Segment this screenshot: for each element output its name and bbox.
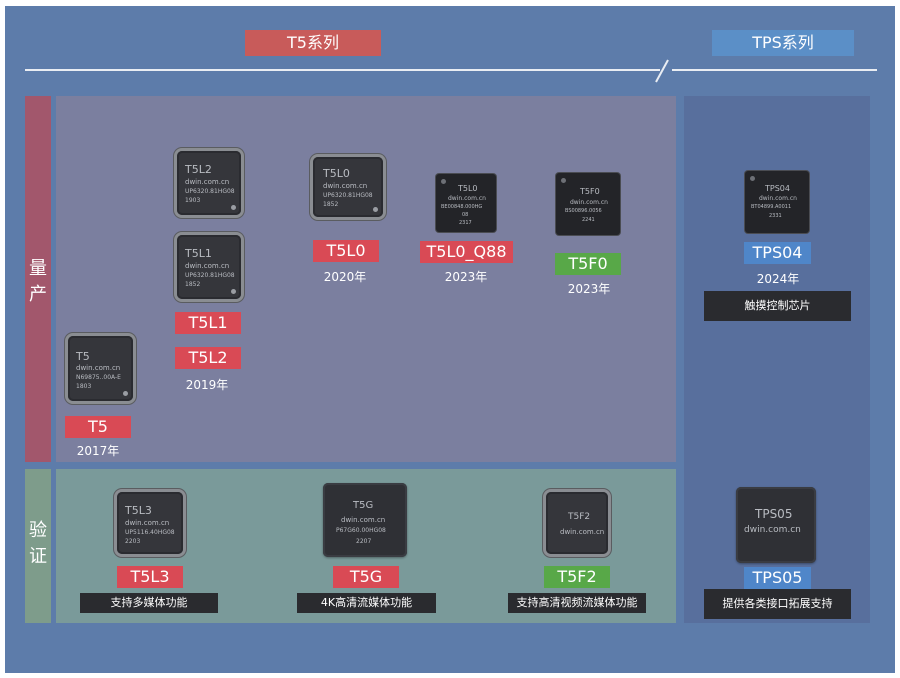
t5-series-header: T5系列 [245, 30, 381, 56]
chip-t5l0-q88: T5L0 dwin.com.cn BE00848.000HG 08 2317 [436, 174, 496, 232]
year-t5: 2017年 [76, 444, 120, 458]
chip-tps04: TPS04 dwin.com.cn BT04899.A0011 2331 [745, 171, 809, 233]
chip-t5l3: T5L3 dwin.com.cn UP5116.40HG08 2203 [117, 492, 183, 554]
chip-t5l1: T5L1 dwin.com.cn UP6320.81HG08 1852 [177, 235, 241, 299]
tag-t5l1: T5L1 [175, 312, 241, 334]
tag-t5: T5 [65, 416, 131, 438]
tag-t5f0: T5F0 [555, 253, 621, 275]
t5-rule [25, 69, 660, 71]
production-sidebar [25, 96, 51, 462]
year-t5l0-q88: 2023年 [444, 270, 488, 284]
tag-tps04: TPS04 [744, 242, 811, 264]
chip-t5: T5 dwin.com.cn N69875..00A-E 1803 [68, 336, 133, 401]
break-mark [655, 59, 669, 83]
chip-t5f2: T5F2 dwin.com.cn [546, 492, 608, 554]
tag-t5g: T5G [333, 566, 399, 588]
desc-t5g: 4K高清流媒体功能 [297, 593, 436, 613]
desc-t5f2: 支持高清视频流媒体功能 [508, 593, 646, 613]
verification-sidebar [25, 469, 51, 623]
year-tps04: 2024年 [756, 272, 800, 286]
chip-t5f0: T5F0 dwin.com.cn BS00896.0056 2241 [556, 173, 620, 235]
tag-t5l2: T5L2 [175, 347, 241, 369]
tps-series-header: TPS系列 [712, 30, 854, 56]
year-t5l2: 2019年 [185, 378, 229, 392]
verification-label: 验证 [29, 520, 47, 567]
year-t5l0: 2020年 [323, 270, 367, 284]
tag-t5l3: T5L3 [117, 566, 183, 588]
production-label: 量产 [29, 258, 47, 305]
diagram-canvas: T5系列 TPS系列 量产 验证 T5 dwin.com.cn N69875..… [5, 6, 895, 673]
chip-t5g: T5G dwin.com.cn P67G60.00HG08 2207 [323, 483, 407, 557]
chip-tps05: TPS05 dwin.com.cn [736, 487, 816, 563]
desc-t5l3: 支持多媒体功能 [80, 593, 218, 613]
desc-tps05: 提供各类接口拓展支持 [704, 589, 851, 619]
chip-t5l2: T5L2 dwin.com.cn UP6320.81HG08 1903 [177, 151, 241, 215]
chip-t5l0: T5L0 dwin.com.cn UP6320.81HG08 1852 [313, 157, 383, 217]
tps-rule [672, 69, 877, 71]
tag-tps05: TPS05 [744, 567, 811, 589]
desc-tps04: 触摸控制芯片 [704, 291, 851, 321]
tag-t5f2: T5F2 [544, 566, 610, 588]
year-t5f0: 2023年 [567, 282, 611, 296]
tag-t5l0-q88: T5L0_Q88 [420, 241, 513, 263]
tag-t5l0: T5L0 [313, 240, 379, 262]
